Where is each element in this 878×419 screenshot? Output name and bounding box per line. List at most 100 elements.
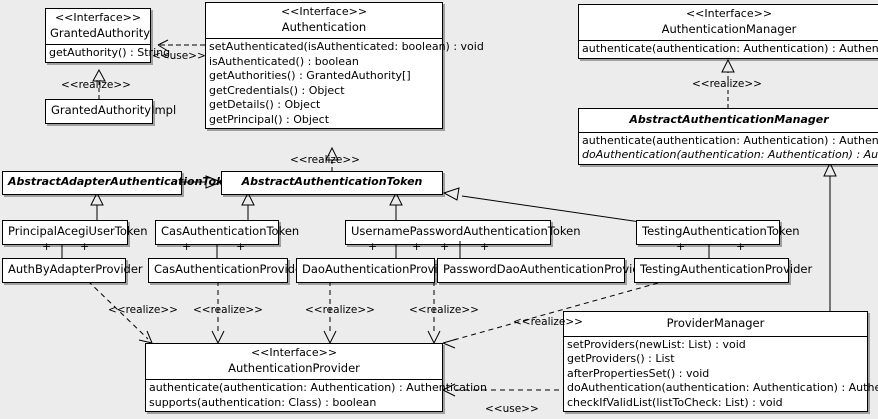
- class-abstract-authentication-manager[interactable]: AbstractAuthenticationManager authentica…: [578, 108, 878, 165]
- operation: getDetails() : Object: [209, 98, 321, 112]
- relation-label-realize-authentication: <<realize>>: [290, 154, 360, 166]
- class-abstract-adapter-authentication-token[interactable]: AbstractAdapterAuthenticationToken: [2, 171, 239, 195]
- class-name: PrincipalAcegiUserToken: [8, 224, 148, 238]
- class-header: DaoAuthenticationProvider: [297, 259, 457, 282]
- relation-label-use-granted-authority: <<use>>: [152, 50, 206, 62]
- relation-label-realize-auth-by-adapter: <<realize>>: [108, 304, 178, 316]
- relation-label-realize-password-dao-provider: <<realize>>: [409, 304, 479, 316]
- class-name: AbstractAdapterAuthenticationToken: [8, 175, 239, 188]
- class-dao-authentication-provider[interactable]: DaoAuthenticationProvider: [296, 258, 457, 283]
- operation: supports(authentication: Class) : boolea…: [149, 395, 377, 409]
- class-authentication-provider[interactable]: <<Interface>> AuthenticationProvider aut…: [145, 343, 487, 413]
- class-abstract-authentication-token[interactable]: AbstractAuthenticationToken: [221, 171, 443, 195]
- class-granted-authority-impl[interactable]: GrantedAuthorityImpl: [45, 99, 177, 124]
- class-principal-acegi-user-token[interactable]: PrincipalAcegiUserToken: [2, 220, 148, 245]
- class-authentication[interactable]: <<Interface>> Authentication setAuthenti…: [205, 2, 484, 130]
- operations-compartment: authenticate(authentication: Authenticat…: [146, 379, 487, 411]
- association-plus: +: [42, 240, 52, 253]
- class-name: GrantedAuthority: [50, 25, 151, 40]
- operation: afterPropertiesSet() : void: [567, 366, 710, 380]
- class-header: <<Interface>> AuthenticationProvider: [146, 344, 442, 379]
- class-header: AuthByAdapterProvider: [3, 259, 143, 282]
- operation: authenticate(authentication: Authenticat…: [582, 133, 878, 147]
- class-provider-manager[interactable]: ProviderManager setProviders(newList: Li…: [563, 311, 878, 413]
- class-header: AbstractAdapterAuthenticationToken: [3, 172, 239, 194]
- association-plus: +: [236, 240, 246, 253]
- operation: checkIfValidList(listToCheck: List) : vo…: [567, 395, 783, 409]
- operation: getAuthority() : String: [49, 46, 171, 60]
- operations-compartment: authenticate(authentication: Authenticat…: [579, 131, 878, 164]
- association-plus: +: [440, 240, 450, 253]
- association-plus: +: [368, 240, 378, 253]
- class-header: TestingAuthenticationProvider: [635, 259, 813, 282]
- association-plus: +: [480, 240, 490, 253]
- relation-label-realize-auth-manager: <<realize>>: [692, 78, 762, 90]
- operation: doAuthentication(authentication: Authent…: [567, 381, 878, 395]
- class-header: TestingAuthenticationToken: [637, 221, 800, 244]
- class-header: <<Interface>> AuthenticationManager: [579, 5, 878, 40]
- relation-label-realize-granted-authority: <<realize>>: [61, 79, 131, 91]
- stereotype-interface: <<Interface>>: [280, 5, 368, 18]
- operations-compartment: setProviders(newList: List) : void getPr…: [564, 335, 878, 412]
- association-plus: +: [676, 240, 686, 253]
- class-name: TestingAuthenticationToken: [642, 224, 800, 238]
- class-authentication-manager[interactable]: <<Interface>> AuthenticationManager auth…: [578, 4, 878, 59]
- operation: isAuthenticated() : boolean: [209, 54, 359, 68]
- stereotype-interface: <<Interface>>: [685, 7, 773, 20]
- class-header: CasAuthenticationToken: [156, 221, 300, 244]
- class-name: AuthByAdapterProvider: [8, 262, 143, 276]
- association-plus: +: [80, 240, 90, 253]
- class-name: GrantedAuthorityImpl: [51, 103, 177, 117]
- class-name: DaoAuthenticationProvider: [302, 262, 457, 276]
- operation: getPrincipal() : Object: [209, 112, 330, 126]
- operation: getAuthorities() : GrantedAuthority[]: [209, 69, 411, 83]
- stereotype-interface: <<Interface>>: [54, 11, 142, 24]
- relation-label-use-provider-manager: <<use>>: [485, 403, 539, 415]
- association-plus: +: [736, 240, 746, 253]
- relation-label-realize-cas-provider: <<realize>>: [193, 304, 263, 316]
- class-header: GrantedAuthorityImpl: [46, 100, 177, 123]
- class-header: PasswordDaoAuthenticationProvider: [438, 259, 652, 282]
- class-auth-by-adapter-provider[interactable]: AuthByAdapterProvider: [2, 258, 143, 283]
- class-username-password-authentication-token[interactable]: UsernamePasswordAuthenticationToken: [345, 220, 580, 245]
- class-name: AuthenticationProvider: [228, 360, 360, 375]
- class-name: AbstractAuthenticationToken: [241, 175, 423, 188]
- class-name: PasswordDaoAuthenticationProvider: [443, 262, 652, 276]
- class-cas-authentication-provider[interactable]: CasAuthenticationProvider: [148, 258, 307, 283]
- class-header: UsernamePasswordAuthenticationToken: [346, 221, 580, 244]
- class-name: Authentication: [281, 19, 367, 34]
- class-name: AuthenticationManager: [661, 21, 797, 36]
- class-header: ProviderManager: [564, 312, 867, 336]
- operations-compartment: setAuthenticated(isAuthenticated: boolea…: [206, 38, 484, 128]
- operation: authenticate(authentication: Authenticat…: [582, 42, 878, 56]
- class-name: CasAuthenticationToken: [161, 224, 300, 238]
- class-name: ProviderManager: [666, 316, 765, 330]
- operations-compartment: authenticate(authentication: Authenticat…: [579, 40, 878, 58]
- class-header: <<Interface>> Authentication: [206, 3, 442, 38]
- operation-abstract: doAuthentication(authentication: Authent…: [582, 148, 878, 162]
- class-testing-authentication-provider[interactable]: TestingAuthenticationProvider: [634, 258, 813, 283]
- relation-label-realize-testing-provider: <<realize>>: [513, 316, 583, 328]
- class-password-dao-authentication-provider[interactable]: PasswordDaoAuthenticationProvider: [437, 258, 652, 283]
- stereotype-interface: <<Interface>>: [250, 346, 338, 359]
- association-plus: +: [182, 240, 192, 253]
- operation: authenticate(authentication: Authenticat…: [149, 381, 487, 395]
- operation: setProviders(newList: List) : void: [567, 337, 746, 351]
- class-testing-authentication-token[interactable]: TestingAuthenticationToken: [636, 220, 800, 245]
- relation-label-realize-dao-provider: <<realize>>: [305, 304, 375, 316]
- class-granted-authority[interactable]: <<Interface>> GrantedAuthority getAuthor…: [45, 8, 171, 63]
- class-header: CasAuthenticationProvider: [149, 259, 307, 282]
- class-header: <<Interface>> GrantedAuthority: [46, 9, 150, 44]
- class-name: AbstractAuthenticationManager: [629, 113, 829, 126]
- class-cas-authentication-token[interactable]: CasAuthenticationToken: [155, 220, 300, 245]
- class-header: AbstractAuthenticationToken: [222, 172, 442, 194]
- class-name: CasAuthenticationProvider: [154, 262, 307, 276]
- operation: getCredentials() : Object: [209, 83, 345, 97]
- operations-compartment: getAuthority() : String: [46, 44, 171, 62]
- class-header: PrincipalAcegiUserToken: [3, 221, 148, 244]
- class-name: TestingAuthenticationProvider: [640, 262, 813, 276]
- class-header: AbstractAuthenticationManager: [579, 109, 878, 132]
- operation: setAuthenticated(isAuthenticated: boolea…: [209, 40, 484, 54]
- association-plus: +: [412, 240, 422, 253]
- operation: getProviders() : List: [567, 352, 675, 366]
